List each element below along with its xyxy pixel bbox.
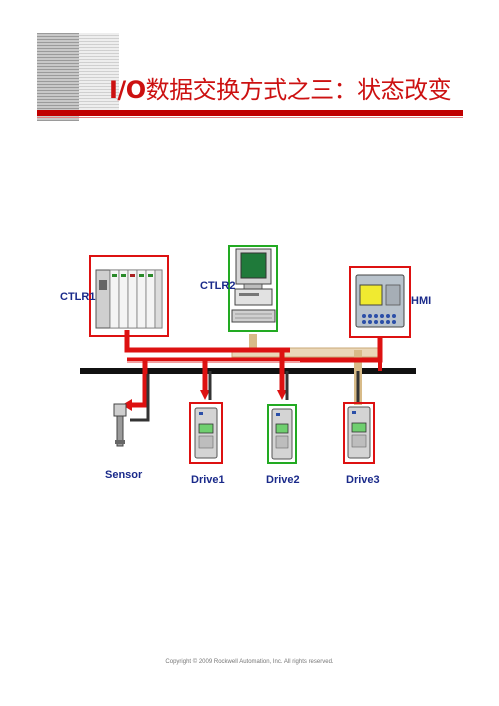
title-rule bbox=[37, 110, 463, 116]
label-drive2: Drive2 bbox=[266, 474, 300, 486]
page-title: I/O数据交换方式之三：状态改变 bbox=[109, 70, 452, 105]
drive1-device[interactable] bbox=[189, 402, 223, 464]
drive3-device[interactable] bbox=[343, 402, 375, 464]
label-drive1: Drive1 bbox=[191, 474, 225, 486]
label-drive3: Drive3 bbox=[346, 474, 380, 486]
label-hmi: HMI bbox=[411, 295, 432, 307]
title-rule-thin bbox=[37, 117, 463, 118]
copyright-footer: Copyright © 2009 Rockwell Automation, In… bbox=[165, 659, 334, 665]
sensor-device[interactable] bbox=[113, 403, 127, 447]
ctlr1-device[interactable] bbox=[89, 255, 169, 337]
title-text: 数据交换方式之三：状态改变 bbox=[145, 76, 452, 104]
label-ctlr2: CTLR2 bbox=[200, 280, 236, 292]
hmi-device[interactable] bbox=[349, 266, 411, 338]
label-ctlr1: CTLR1 bbox=[60, 291, 96, 303]
ctlr2-device[interactable] bbox=[228, 245, 278, 332]
corner-decoration bbox=[37, 33, 79, 121]
bus-drops bbox=[130, 371, 360, 422]
title-io: I/O bbox=[109, 76, 146, 104]
title-shade bbox=[79, 33, 119, 111]
drive2-device[interactable] bbox=[267, 404, 297, 464]
label-sensor: Sensor bbox=[105, 469, 143, 481]
